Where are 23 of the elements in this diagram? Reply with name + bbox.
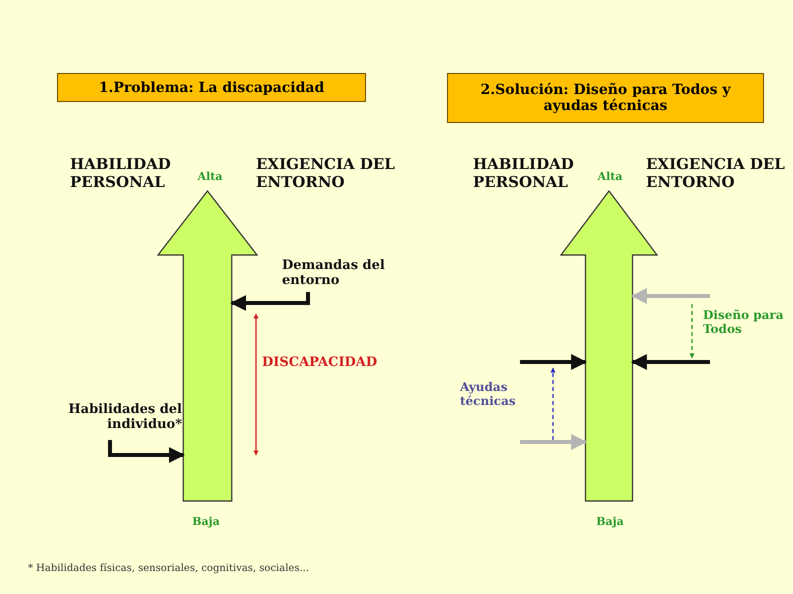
arrow — [520, 434, 588, 450]
title-banner: 1.Problema: La discapacidad — [57, 73, 366, 102]
arrow — [230, 292, 310, 311]
upward-arrow-shape — [560, 190, 658, 502]
scale-label: Alta — [596, 170, 624, 183]
axis-heading: HABILIDAD PERSONAL — [473, 155, 575, 191]
annotation-text: Diseño para Todos — [703, 308, 785, 336]
arrow — [520, 354, 588, 370]
title-banner: 2.Solución: Diseño para Todos y ayudas técnicas — [447, 73, 764, 123]
arrow — [630, 288, 710, 304]
scale-label: Alta — [196, 170, 224, 183]
footnote-text: * Habilidades físicas, sensoriales, cognitivas, sociales... — [28, 563, 310, 574]
annotation-text: Ayudas técnicas — [460, 380, 517, 408]
arrow — [630, 354, 710, 370]
scale-label: Baja — [191, 515, 221, 528]
gap-label: DISCAPACIDAD — [262, 355, 378, 370]
scale-label: Baja — [595, 515, 625, 528]
arrow — [108, 440, 185, 463]
annotation-text: Habilidades del individuo* — [22, 402, 182, 432]
axis-heading: HABILIDAD PERSONAL — [70, 155, 172, 191]
axis-heading: EXIGENCIA DEL ENTORNO — [256, 155, 396, 191]
axis-heading: EXIGENCIA DEL ENTORNO — [646, 155, 786, 191]
annotation-text: Demandas del entorno — [282, 258, 402, 288]
